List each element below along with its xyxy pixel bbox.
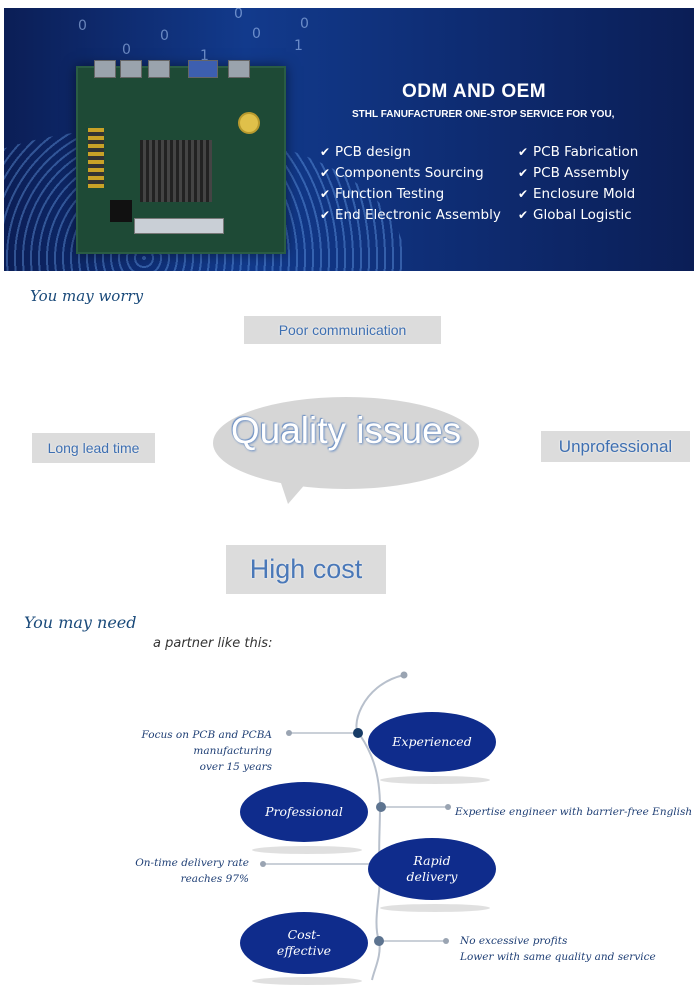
service-item: ✔Function Testing: [320, 186, 445, 202]
binary-digit: 0: [78, 18, 87, 34]
checkmark-icon: ✔: [320, 145, 331, 159]
connector-dot: [286, 730, 292, 736]
worry-unprofessional: Unprofessional: [541, 431, 690, 462]
binary-digit: 0: [122, 42, 131, 58]
service-item: ✔PCB design: [320, 144, 411, 160]
note-line: No excessive profits: [460, 935, 568, 947]
vga-port: [188, 60, 218, 78]
note-focus: Focus on PCB and PCBA manufacturing over…: [120, 727, 272, 775]
ram-slot: [134, 218, 224, 234]
pin-header: [88, 128, 104, 188]
connector-dot: [445, 804, 451, 810]
service-item: ✔Enclosure Mold: [518, 186, 636, 202]
checkmark-icon: ✔: [320, 208, 331, 222]
note-line: Focus on PCB and PCBA: [141, 729, 272, 741]
connector-dot: [443, 938, 449, 944]
connector-dot: [260, 861, 266, 867]
note-line: reaches 97%: [180, 873, 249, 885]
note-expertise: Expertise engineer with barrier-free Eng…: [455, 806, 693, 818]
oval-label: Cost-: [287, 927, 321, 943]
worry-quality-issues: Quality issues: [230, 410, 462, 451]
binary-digit: 1: [294, 38, 303, 54]
banner-subtitle: STHL FANUFACTURER ONE-STOP SERVICE FOR Y…: [352, 109, 615, 120]
checkmark-icon: ✔: [320, 187, 331, 201]
timeline-dot: [400, 671, 408, 679]
oval-professional: Professional: [240, 782, 368, 842]
worry-long-lead-time: Long lead time: [32, 433, 155, 463]
heatsink: [140, 140, 212, 202]
binary-digit: 0: [252, 26, 261, 42]
chip: [110, 200, 132, 222]
service-item: ✔Global Logistic: [518, 207, 632, 223]
checkmark-icon: ✔: [320, 166, 331, 180]
oval-label: Professional: [265, 804, 343, 820]
need-subheading: a partner like this:: [153, 636, 273, 651]
usb-port: [228, 60, 250, 78]
service-item: ✔PCB Fabrication: [518, 144, 639, 160]
oval-cost-effective: Cost-effective: [240, 912, 368, 974]
oval-label: Experienced: [392, 734, 472, 750]
connector-node: [353, 728, 363, 738]
oval-label: effective: [276, 943, 332, 958]
banner-title: ODM AND OEM: [402, 81, 547, 102]
usb-port: [120, 60, 142, 78]
note-line: On-time delivery rate: [135, 857, 249, 869]
note-line: Lower with same quality and service: [460, 951, 656, 963]
worry-poor-communication: Poor communication: [244, 316, 441, 344]
oval-shadow: [380, 776, 490, 784]
oval-label: Rapid: [413, 853, 451, 869]
note-line: manufacturing: [193, 745, 272, 757]
service-item: ✔PCB Assembly: [518, 165, 630, 181]
usb-port: [94, 60, 116, 78]
service-item: ✔Components Sourcing: [320, 165, 484, 181]
need-heading: You may need: [24, 613, 137, 632]
checkmark-icon: ✔: [518, 166, 529, 180]
oval-shadow: [252, 977, 362, 985]
banner: 0 0 0 0 1 1 0 0 ODM AND OEM STHL FANUFAC…: [4, 8, 694, 271]
binary-digit: 0: [300, 16, 309, 32]
checkmark-icon: ✔: [518, 145, 529, 159]
cmos-battery: [238, 112, 260, 134]
connector-node: [376, 802, 386, 812]
binary-digit: 0: [234, 8, 243, 22]
note-profits: No excessive profits Lower with same qua…: [460, 933, 656, 965]
worry-heading: You may worry: [30, 287, 144, 305]
connector-node: [374, 936, 384, 946]
motherboard-image: [76, 60, 286, 254]
checkmark-icon: ✔: [518, 187, 529, 201]
service-item: ✔End Electronic Assembly: [320, 207, 501, 223]
oval-label: delivery: [406, 869, 458, 884]
binary-digit: 1: [200, 48, 209, 64]
ethernet-port: [148, 60, 170, 78]
note-line: over 15 years: [199, 761, 272, 773]
note-ontime-delivery: On-time delivery rate reaches 97%: [112, 855, 249, 887]
oval-shadow: [252, 846, 362, 854]
speech-bubble: [213, 397, 479, 489]
checkmark-icon: ✔: [518, 208, 529, 222]
oval-shadow: [380, 904, 490, 912]
worry-high-cost: High cost: [226, 545, 386, 594]
speech-bubble-tail: [278, 474, 314, 504]
binary-digit: 0: [160, 28, 169, 44]
oval-experienced: Experienced: [368, 712, 496, 772]
